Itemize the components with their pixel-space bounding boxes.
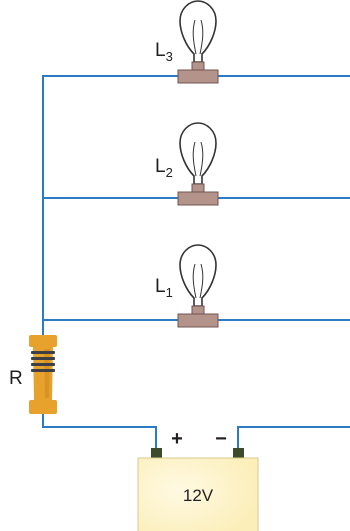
battery-label: 12V [183,486,214,505]
bulb-l3-letter: L [155,40,166,61]
battery-negative-terminal [233,448,244,459]
light-bulb-icon [177,122,219,206]
battery: + − 12V [137,428,259,531]
bulb-l2-subscript: 2 [166,165,173,180]
bulb-l1 [177,244,219,328]
bulb-l3-subscript: 3 [166,49,173,64]
light-bulb-icon [177,0,219,84]
battery-positive-terminal [151,448,162,459]
wire-resistor-to-battery [42,413,157,451]
battery-icon [137,448,259,531]
resistor: R [9,335,57,414]
wire-battery-negative [237,426,350,451]
bulb-l1-letter: L [155,276,166,297]
resistor-icon [29,335,57,414]
bulb-l2 [177,122,219,206]
bulb-l2-label: L2 [155,156,173,180]
bulb-l1-label: L1 [155,276,173,300]
bulb-l3-label: L3 [155,40,173,64]
bulb-l3 [177,0,219,84]
light-bulb-icon [177,244,219,328]
battery-negative-sign: − [215,428,227,450]
bulb-l2-letter: L [155,156,166,177]
bulb-l1-subscript: 1 [166,285,173,300]
resistor-label: R [9,368,23,389]
battery-positive-sign: + [171,428,183,450]
